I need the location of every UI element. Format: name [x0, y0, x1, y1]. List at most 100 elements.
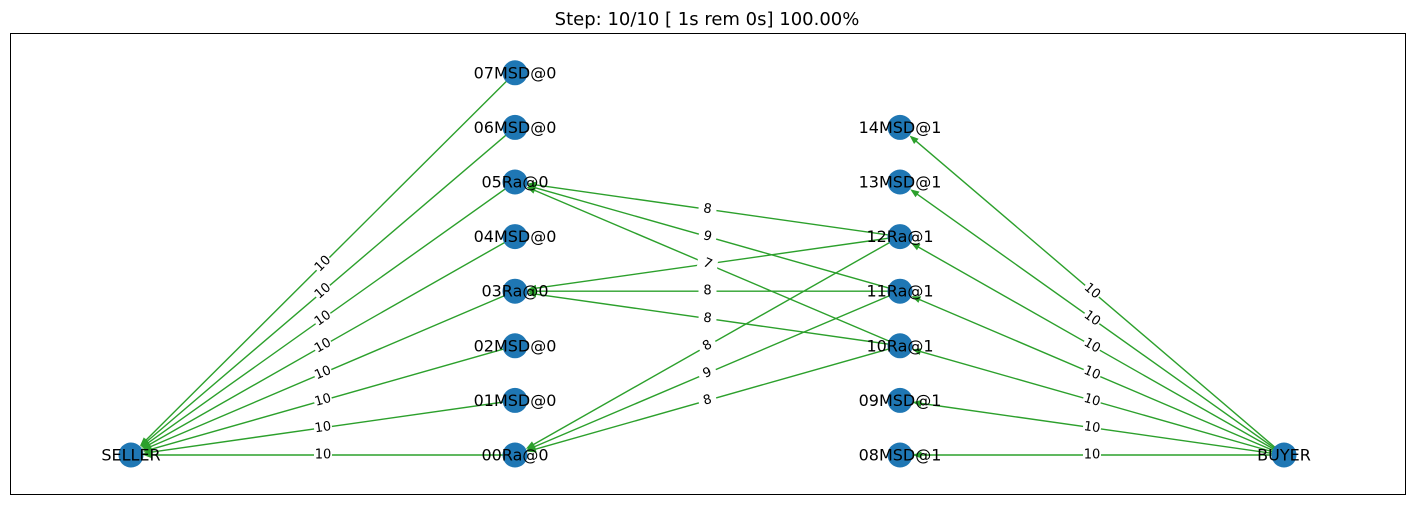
node-04msd-0: 04MSD@0: [474, 224, 557, 250]
edge-weight-text: 8: [702, 310, 712, 326]
edge-line: [147, 290, 516, 449]
edge-label-background: [696, 226, 719, 247]
edge-weight-label: 8: [697, 309, 718, 328]
edge-weight-text: 10: [312, 280, 334, 302]
edge-weight-text: 10: [1083, 419, 1101, 436]
edge-line: [915, 245, 1285, 456]
plot-frame: [10, 33, 1406, 495]
edge-weight-label: 10: [1083, 447, 1101, 463]
edge-weight-label: 9: [696, 362, 719, 384]
edge-weight-text: 9: [701, 228, 713, 245]
edge-buyer-to-10ra-1: [912, 348, 1285, 456]
node-05ra-0: 05Ra@0: [481, 169, 549, 195]
arrow-head: [912, 348, 922, 356]
edge-weight-text: 8: [702, 201, 712, 217]
edge-buyer-to-08msd-1: [912, 451, 1284, 459]
edge-weight-text: 10: [312, 363, 333, 383]
edge-line: [532, 186, 901, 292]
edge-label-background: [695, 334, 720, 358]
edge-weight-text: 10: [1081, 280, 1103, 302]
edge-line: [144, 126, 516, 444]
edge-line: [916, 297, 1285, 456]
edges-layer: [139, 72, 1285, 459]
edge-07msd-0-to-seller: [139, 72, 516, 447]
node-label: 14MSD@1: [859, 118, 942, 137]
node-label: 09MSD@1: [859, 391, 942, 410]
edge-label-background: [696, 253, 719, 275]
edge-weight-label: 8: [697, 200, 718, 219]
edge-weight-text: 10: [1081, 363, 1102, 383]
arrow-head: [910, 189, 920, 198]
node-06msd-0: 06MSD@0: [474, 114, 556, 140]
arrow-head: [912, 451, 922, 459]
edge-weight-text: 10: [312, 335, 334, 356]
edge-weight-label: 10: [310, 251, 336, 276]
edge-weight-label: 10: [1081, 390, 1103, 411]
edge-buyer-to-11ra-1: [911, 296, 1285, 456]
edge-12ra-1-to-05ra-0: [527, 181, 901, 238]
edge-label-background: [1080, 334, 1104, 358]
node-label: 13MSD@1: [859, 173, 942, 192]
arrow-head: [527, 284, 537, 292]
edge-buyer-to-14msd-1: [909, 135, 1285, 456]
node-label: 10Ra@1: [866, 336, 933, 355]
node-label: 02MSD@0: [474, 336, 557, 355]
edge-weight-label: 10: [1080, 334, 1104, 358]
node-08msd-1: 08MSD@1: [859, 442, 941, 468]
node-circle: [1271, 442, 1297, 468]
edge-line: [917, 350, 1285, 456]
edge-label-background: [696, 362, 719, 384]
edge-label-background: [697, 200, 718, 219]
node-12ra-1: 12Ra@1: [866, 224, 934, 250]
node-buyer: BUYER: [1257, 442, 1311, 468]
node-circle: [887, 278, 913, 304]
node-circle: [887, 169, 913, 195]
node-13msd-1: 13MSD@1: [859, 169, 942, 195]
edge-weight-label: 10: [1080, 362, 1104, 384]
node-circle: [887, 114, 913, 140]
arrow-head: [910, 242, 921, 251]
edge-line: [145, 181, 516, 445]
edge-label-background: [1083, 447, 1101, 463]
node-circle: [887, 333, 913, 359]
node-07msd-0: 07MSD@0: [474, 60, 556, 86]
edge-line: [146, 235, 516, 447]
edge-line: [148, 345, 516, 451]
edge-line: [918, 402, 1285, 456]
edge-buyer-to-12ra-1: [910, 242, 1285, 456]
node-label: 11Ra@1: [866, 282, 933, 301]
edge-line: [914, 192, 1285, 456]
graph-title: Step: 10/10 [ 1s rem 0s] 100.00%: [555, 9, 860, 30]
edge-weight-label: 10: [311, 334, 335, 358]
edge-label-background: [314, 447, 332, 463]
edge-label-background: [311, 334, 335, 358]
node-circle: [887, 224, 913, 250]
edge-weight-text: 8: [701, 392, 713, 409]
node-label: 01MSD@0: [474, 391, 557, 410]
node-circle: [502, 387, 528, 413]
edge-weight-label: 10: [1080, 306, 1104, 331]
node-circle: [502, 224, 528, 250]
node-label: 04MSD@0: [474, 227, 557, 246]
node-00ra-0: 00Ra@0: [481, 442, 549, 468]
node-03ra-0: 03Ra@0: [481, 278, 549, 304]
edge-label-background: [697, 309, 718, 328]
arrow-head: [909, 135, 919, 145]
edge-weight-label: 8: [698, 283, 717, 300]
edge-weight-label: 10: [310, 279, 336, 304]
edge-weight-label: 10: [311, 306, 335, 331]
edge-buyer-to-13msd-1: [910, 189, 1285, 456]
edge-label-background: [310, 279, 336, 304]
node-circle: [502, 60, 528, 86]
edge-weight-text: 8: [703, 284, 711, 299]
node-circle: [502, 278, 528, 304]
edge-weight-label: 10: [312, 418, 334, 437]
edge-label-background: [696, 390, 719, 411]
node-circle: [502, 169, 528, 195]
edge-label-background: [310, 251, 336, 276]
edge-weight-text: 10: [315, 448, 332, 463]
edge-label-background: [311, 306, 335, 331]
edge-weight-label: 10: [1081, 418, 1103, 437]
edge-line: [530, 235, 901, 447]
